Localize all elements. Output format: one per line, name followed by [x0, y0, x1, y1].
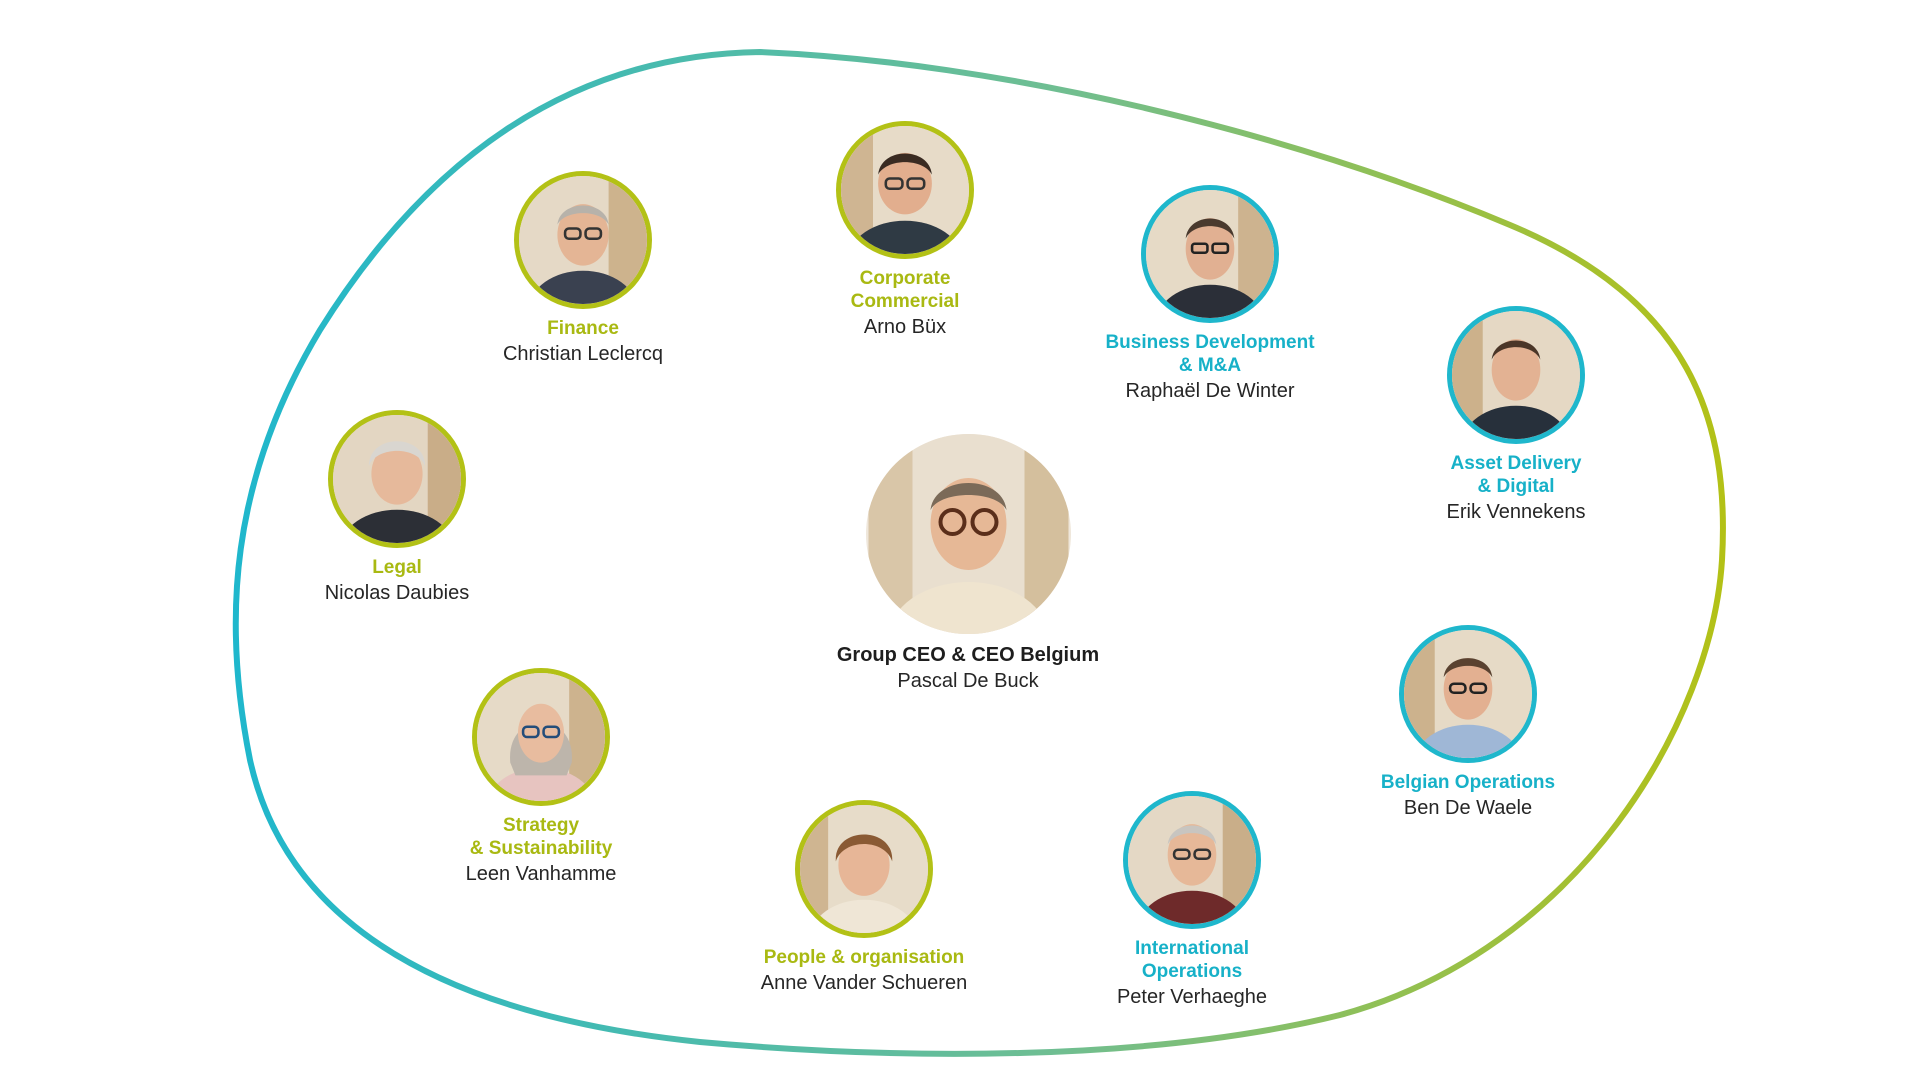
portrait-business-development — [1141, 185, 1279, 323]
member-role: People & organisation — [763, 947, 965, 968]
member-name: Ben De Waele — [1403, 797, 1533, 819]
member-role: Corporate Commercial — [850, 268, 960, 312]
portrait-photo-icon — [1146, 190, 1274, 318]
member-role: Finance — [547, 318, 619, 339]
member-role: Group CEO & CEO Belgium — [836, 644, 1100, 666]
member-people: People & organisation Anne Vander Schuer… — [694, 800, 1034, 995]
member-role: International Operations — [1134, 938, 1249, 982]
portrait-photo-icon — [477, 673, 605, 801]
portrait-finance — [514, 171, 652, 309]
member-name: Christian Leclercq — [502, 343, 664, 365]
portrait-asset-delivery — [1447, 306, 1585, 444]
portrait-ceo — [865, 434, 1071, 634]
member-corporate-commercial: Corporate Commercial Arno Büx — [735, 121, 1075, 339]
portrait-photo-icon — [333, 415, 461, 543]
member-role: Legal — [372, 557, 422, 578]
member-ceo: Group CEO & CEO Belgium Pascal De Buck — [798, 434, 1138, 693]
portrait-international — [1123, 791, 1261, 929]
member-international: International Operations Peter Verhaeghe — [1022, 791, 1362, 1009]
member-name: Raphaël De Winter — [1125, 380, 1295, 402]
member-strategy: Strategy & Sustainability Leen Vanhamme — [371, 668, 711, 886]
portrait-photo-icon — [519, 176, 647, 304]
member-name: Leen Vanhamme — [465, 863, 617, 885]
portrait-strategy — [472, 668, 610, 806]
portrait-belgian — [1399, 625, 1537, 763]
member-name: Pascal De Buck — [897, 670, 1039, 692]
portrait-corporate-commercial — [836, 121, 974, 259]
member-belgian: Belgian Operations Ben De Waele — [1298, 625, 1638, 820]
member-role: Asset Delivery & Digital — [1450, 453, 1582, 497]
portrait-legal — [328, 410, 466, 548]
portrait-photo-icon — [1128, 796, 1256, 924]
portrait-people — [795, 800, 933, 938]
portrait-photo-icon — [800, 805, 928, 933]
member-business-development: Business Development & M&A Raphaël De Wi… — [1040, 185, 1380, 403]
member-name: Peter Verhaeghe — [1116, 986, 1268, 1008]
portrait-photo-icon — [868, 434, 1068, 634]
member-legal: Legal Nicolas Daubies — [227, 410, 567, 605]
member-finance: Finance Christian Leclercq — [413, 171, 753, 366]
portrait-photo-icon — [841, 126, 969, 254]
portrait-photo-icon — [1452, 311, 1580, 439]
member-role: Strategy & Sustainability — [469, 815, 613, 859]
member-role: Belgian Operations — [1380, 772, 1556, 793]
member-name: Anne Vander Schueren — [760, 972, 968, 994]
member-name: Nicolas Daubies — [324, 582, 470, 604]
member-role: Business Development & M&A — [1105, 332, 1315, 376]
portrait-photo-icon — [1404, 630, 1532, 758]
member-name: Erik Vennekens — [1446, 501, 1586, 523]
member-asset-delivery: Asset Delivery & Digital Erik Vennekens — [1346, 306, 1686, 524]
member-name: Arno Büx — [863, 316, 947, 338]
